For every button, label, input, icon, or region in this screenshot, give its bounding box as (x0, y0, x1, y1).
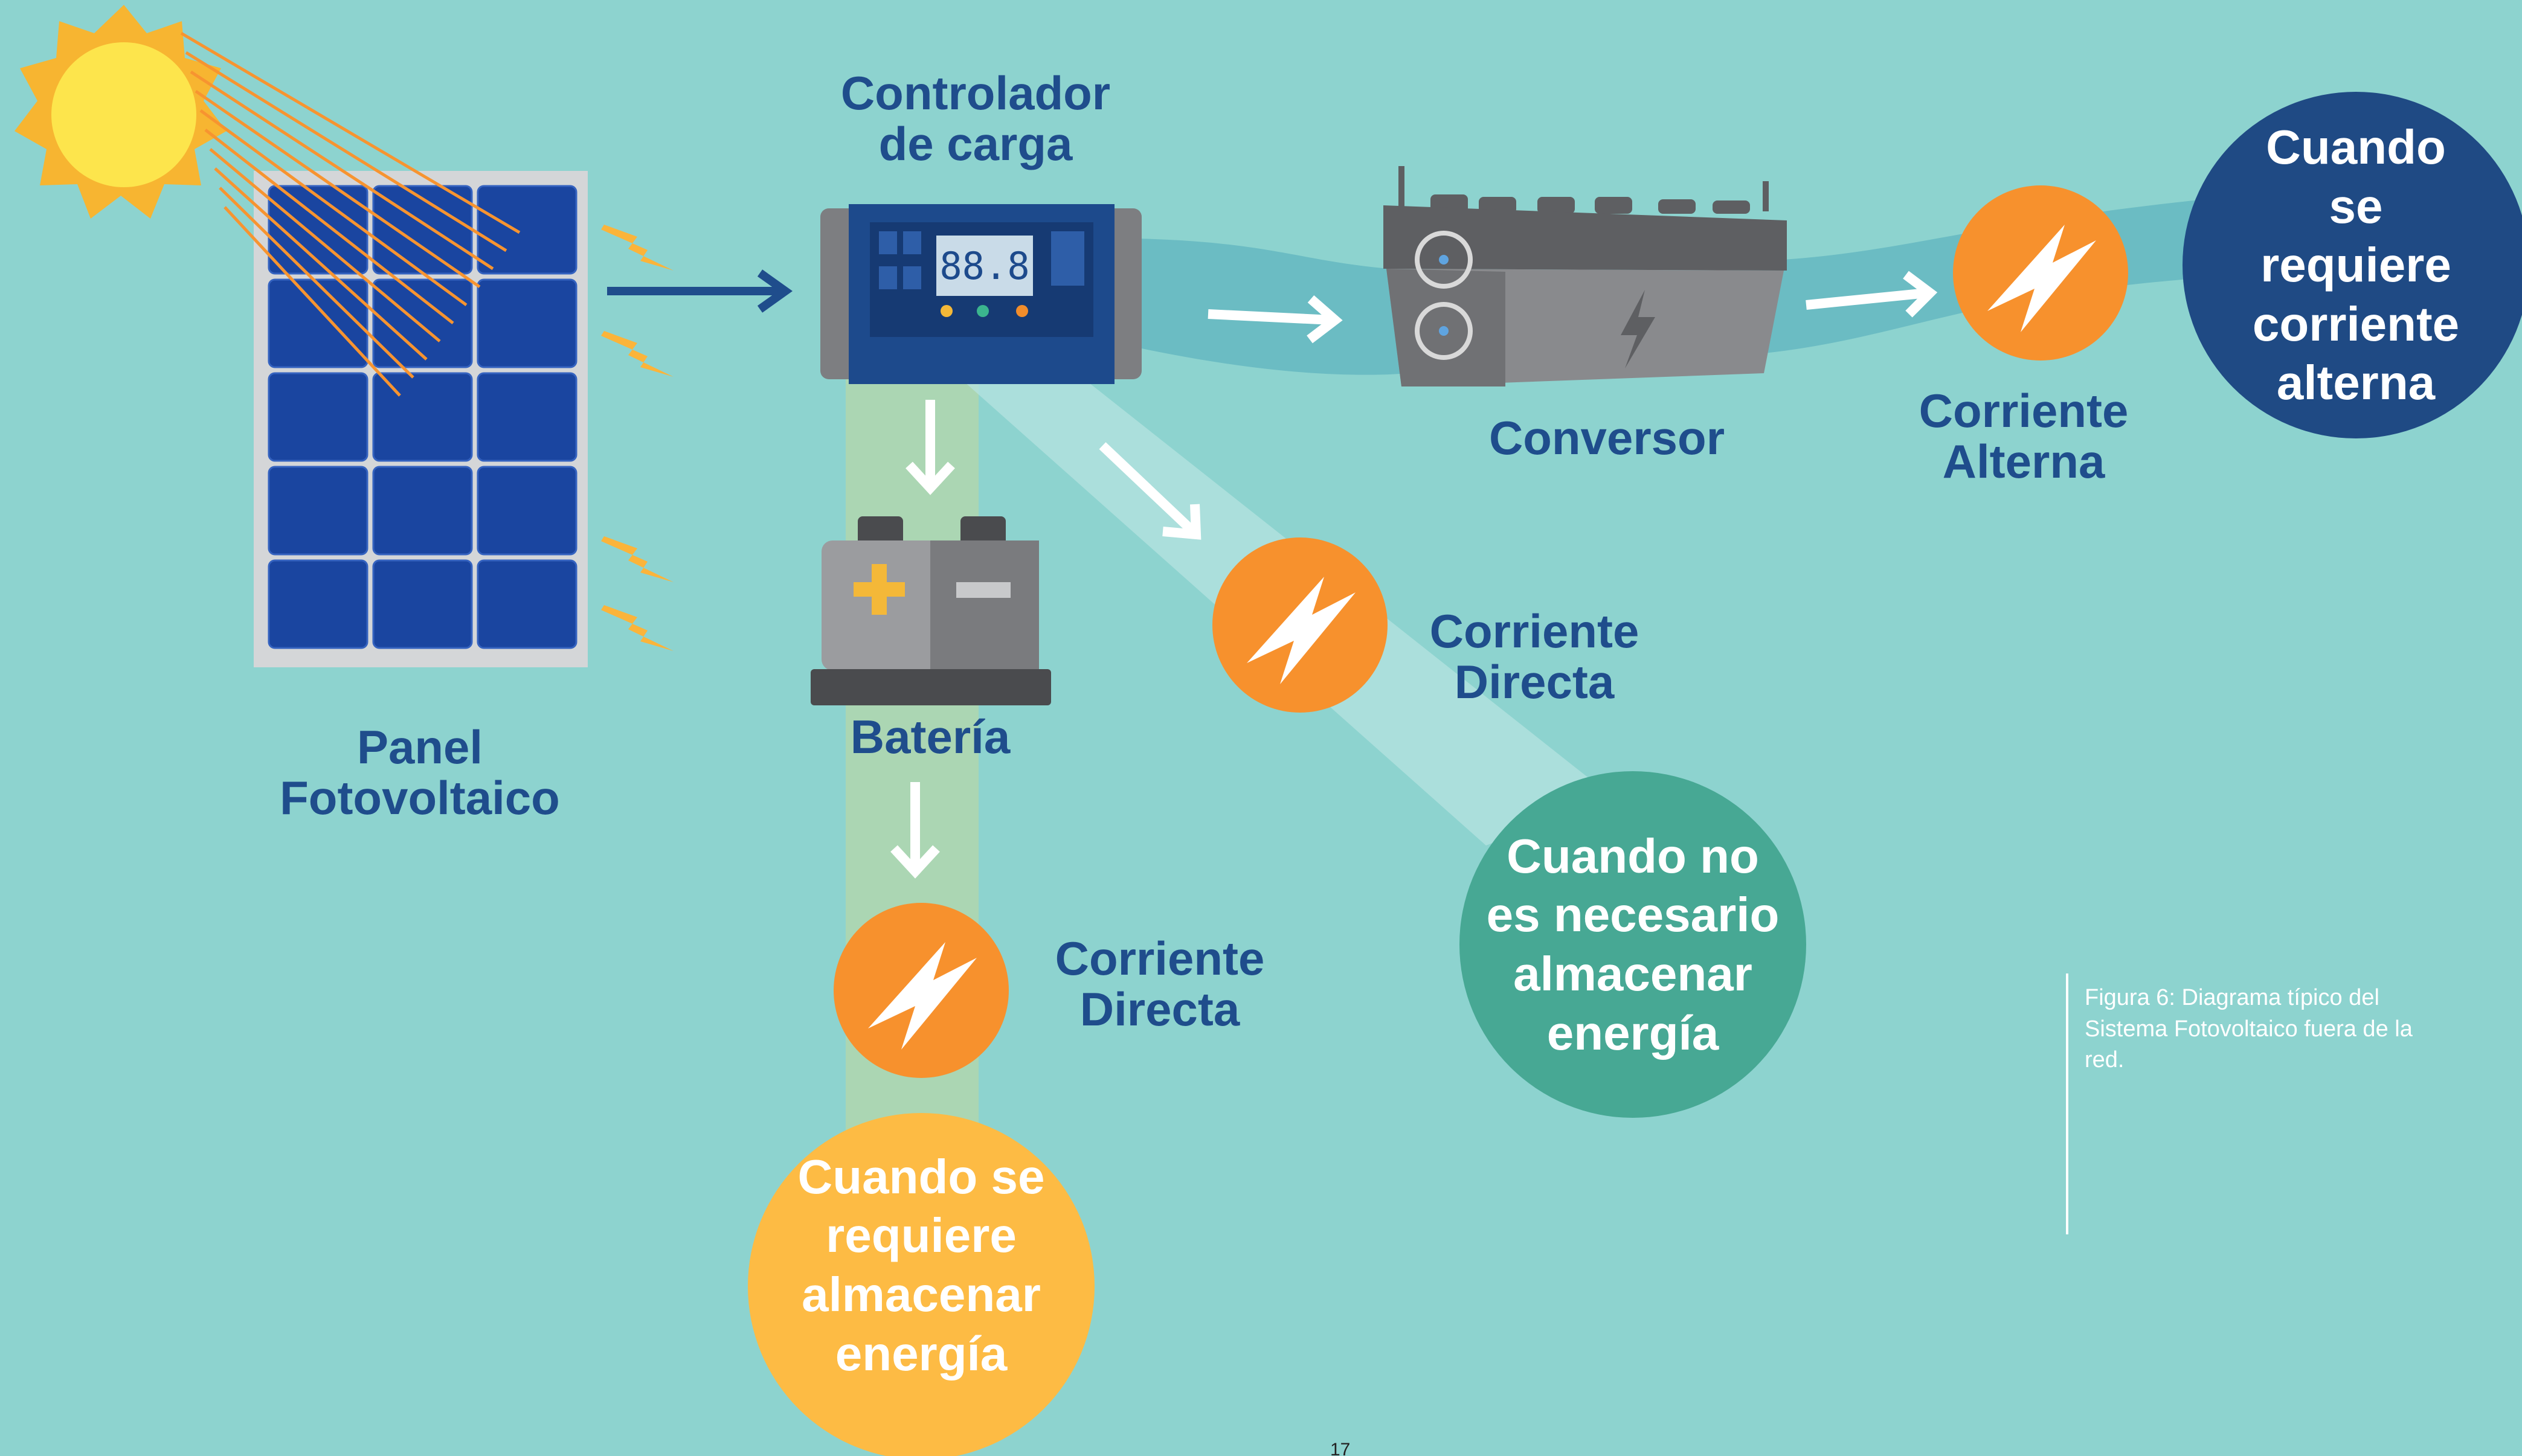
ac-needed-circle: Cuando se requiere corriente alterna (2183, 92, 2522, 438)
dc-current-middle-label: Corriente Directa (1429, 605, 1639, 709)
figure-caption: Figura 6: Diagrama típico del Sistema Fo… (2085, 985, 2413, 1073)
panel-cell (477, 185, 577, 275)
arrow-down-icon (906, 400, 955, 495)
panel-label: Panel Fotovoltaico (280, 720, 560, 825)
lightning-bolt-icon (834, 903, 1009, 1078)
sun-ray (209, 148, 441, 342)
controller-display: 88.8 (939, 244, 1029, 288)
page-number: 17 (1330, 1440, 1351, 1456)
sun-ray (190, 70, 494, 271)
panel-cell (372, 372, 473, 462)
sun-ray (180, 31, 521, 234)
sun-ray (185, 51, 507, 252)
sun-ray (219, 187, 414, 379)
storage-text: Cuando se requiere almacenar energía (797, 1149, 1045, 1381)
converter-label: Conversor (1488, 411, 1725, 464)
sun-ray (195, 89, 481, 289)
panel-cell (372, 559, 473, 649)
sun-ray (224, 206, 401, 397)
panel-cell (477, 466, 577, 556)
charge-controller-icon: 88.8 (820, 204, 1142, 384)
inverter-icon (1383, 166, 1787, 386)
sun-icon (14, 5, 227, 219)
ac-needed-text: Cuando se requiere corriente alterna (2252, 120, 2460, 410)
arrow-right-icon (1208, 295, 1343, 344)
panel-cell (477, 372, 577, 462)
ac-current-label: Corriente Alterna (1919, 384, 2129, 489)
sun-ray (199, 109, 468, 307)
panel-cell (372, 466, 473, 556)
panel-cell (268, 559, 368, 649)
panel-cell (477, 559, 577, 649)
panel-cell (268, 185, 368, 275)
arrow-right-icon (1806, 271, 1938, 318)
dc-current-bottom-label: Corriente Directa (1055, 932, 1265, 1036)
sun-rays (180, 31, 521, 397)
sun-ray (204, 129, 454, 324)
storage-circle: Cuando se requiere almacenar energía (748, 1113, 1095, 1456)
no-storage-circle: Cuando no es necesario almacenar energía (1459, 771, 1806, 1118)
sun-ray (214, 167, 428, 361)
arrow-down-icon (890, 782, 940, 879)
controller-label: Controlador de carga (840, 66, 1111, 171)
caption-divider (2066, 973, 2068, 1234)
lightning-bolt-icon (1953, 185, 2128, 361)
battery-icon (811, 516, 1051, 705)
panel-cell (268, 466, 368, 556)
no-storage-text: Cuando no es necesario almacenar energía (1486, 829, 1780, 1060)
arrow-diagonal-icon (1099, 442, 1201, 540)
panel-cell (268, 372, 368, 462)
lightning-bolt-icon (1212, 537, 1388, 713)
panel-cell (372, 278, 473, 368)
spark-bolt-icons (601, 225, 674, 651)
panel-cell (477, 278, 577, 368)
battery-label: Batería (850, 710, 1011, 763)
arrow-right-icon (607, 269, 793, 313)
panel-cell (268, 278, 368, 368)
